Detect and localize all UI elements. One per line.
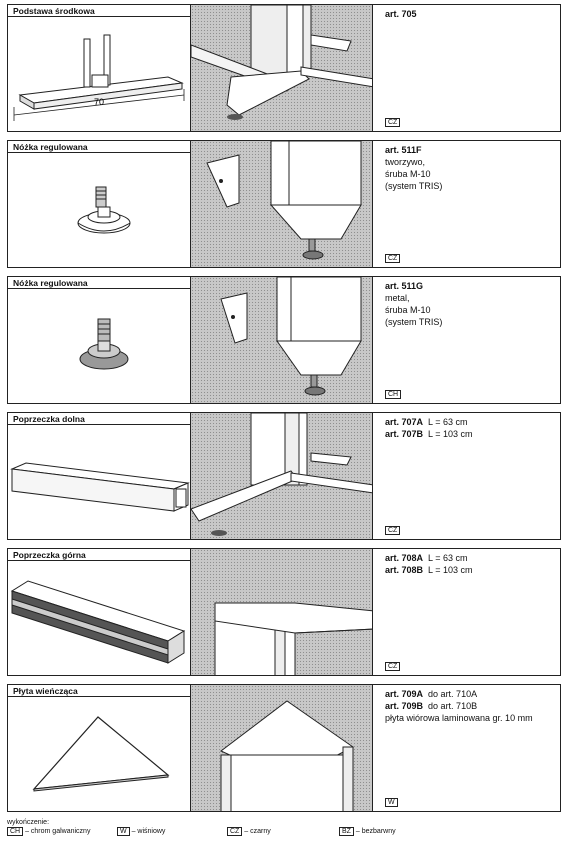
legend-key: W <box>117 827 130 836</box>
finish-code: CH <box>385 390 402 399</box>
product-section-511g: Nóżka regulowana art. 511G metal, śruba … <box>7 276 561 404</box>
article-number: art. 705 <box>385 9 417 19</box>
section-title: Poprzeczka dolna <box>8 413 190 425</box>
article-length: L = 63 cm <box>428 417 468 427</box>
article-line: art. 708B L = 103 cm <box>385 564 560 576</box>
description-line: śruba M-10 <box>385 305 431 315</box>
section-title: Poprzeczka górna <box>8 549 190 561</box>
product-drawing <box>8 289 190 403</box>
finish-code: CZ <box>385 118 401 127</box>
legend-key: CH <box>7 827 24 836</box>
article-number: art. 511F <box>385 145 422 155</box>
description-line: (system TRIS) <box>385 181 443 191</box>
article-number: art. 708A <box>385 553 424 563</box>
legend-key: CZ <box>227 827 243 836</box>
section-title: Nóżka regulowana <box>8 277 190 289</box>
installation-photo <box>190 685 373 811</box>
product-section-511f: Nóżka regulowana art. 511F tworzywo, śru… <box>7 140 561 268</box>
legend-item: CH – chrom galwaniczny <box>7 827 117 836</box>
legend-item: CZ – czarny <box>227 827 339 836</box>
product-info: art. 708A L = 63 cm art. 708B L = 103 cm… <box>373 549 560 675</box>
legend-heading: wykończenie: <box>7 819 50 826</box>
legend-item: W – wiśniowy <box>117 827 227 836</box>
product-info: art. 511G metal, śruba M-10 (system TRIS… <box>373 277 560 403</box>
legend-item: BZ – bezbarwny <box>339 827 396 836</box>
description-line: tworzywo, <box>385 157 426 167</box>
product-section-709: Płyta wieńcząca art. 709A do art. 710A a… <box>7 684 561 812</box>
product-info: art. 707A L = 63 cm art. 707B L = 103 cm… <box>373 413 560 539</box>
legend-key: BZ <box>339 827 354 836</box>
article-line: art. 709A do art. 710A <box>385 688 560 700</box>
product-drawing <box>8 425 190 539</box>
product-drawing <box>8 697 190 811</box>
article-length: L = 103 cm <box>428 565 473 575</box>
installation-photo <box>190 141 373 267</box>
legend-label: – wiśniowy <box>131 828 166 835</box>
article-line: art. 708A L = 63 cm <box>385 552 560 564</box>
legend-label: – chrom galwaniczny <box>25 828 91 835</box>
section-title: Nóżka regulowana <box>8 141 190 153</box>
description-line: metal, <box>385 293 410 303</box>
article-line: art. 707A L = 63 cm <box>385 416 560 428</box>
section-title: Płyta wieńcząca <box>8 685 190 697</box>
finish-code: W <box>385 798 398 807</box>
description-line: płyta wiórowa laminowana gr. 10 mm <box>385 713 533 723</box>
product-drawing <box>8 153 190 267</box>
description-line: śruba M-10 <box>385 169 431 179</box>
product-info: art. 709A do art. 710A art. 709B do art.… <box>373 685 560 811</box>
finish-code: CZ <box>385 526 401 535</box>
installation-photo <box>190 277 373 403</box>
installation-photo <box>190 413 373 539</box>
product-section-705: Podstawa środkowa 70 a <box>7 4 561 132</box>
article-number: art. 709A <box>385 689 424 699</box>
finish-code: CZ <box>385 254 401 263</box>
article-number: art. 707B <box>385 429 424 439</box>
product-drawing: 70 <box>8 17 190 131</box>
article-length: L = 63 cm <box>428 553 468 563</box>
legend-label: – bezbarwny <box>355 828 396 835</box>
product-info: art. 705 CZ <box>373 5 560 131</box>
article-number: art. 511G <box>385 281 424 291</box>
article-length: L = 103 cm <box>428 429 473 439</box>
product-section-707: Poprzeczka dolna art. 707A L = 63 cm art… <box>7 412 561 540</box>
legend-items: CH – chrom galwaniczny W – wiśniowy CZ –… <box>7 827 396 836</box>
article-compat: do art. 710B <box>428 701 478 711</box>
installation-photo <box>190 549 373 675</box>
section-title: Podstawa środkowa <box>8 5 190 17</box>
description-line: (system TRIS) <box>385 317 443 327</box>
article-number: art. 709B <box>385 701 424 711</box>
article-number: art. 707A <box>385 417 424 427</box>
article-compat: do art. 710A <box>428 689 478 699</box>
product-drawing <box>8 561 190 675</box>
product-info: art. 511F tworzywo, śruba M-10 (system T… <box>373 141 560 267</box>
article-number: art. 708B <box>385 565 424 575</box>
finish-code: CZ <box>385 662 401 671</box>
dimension-label: 70 <box>94 97 104 107</box>
article-line: art. 709B do art. 710B <box>385 700 560 712</box>
installation-photo <box>190 5 373 131</box>
article-line: art. 707B L = 103 cm <box>385 428 560 440</box>
legend-label: – czarny <box>244 828 271 835</box>
product-section-708: Poprzeczka górna art. 708A L = 63 cm art… <box>7 548 561 676</box>
finish-legend: wykończenie: CH – chrom galwaniczny W – … <box>7 818 396 836</box>
